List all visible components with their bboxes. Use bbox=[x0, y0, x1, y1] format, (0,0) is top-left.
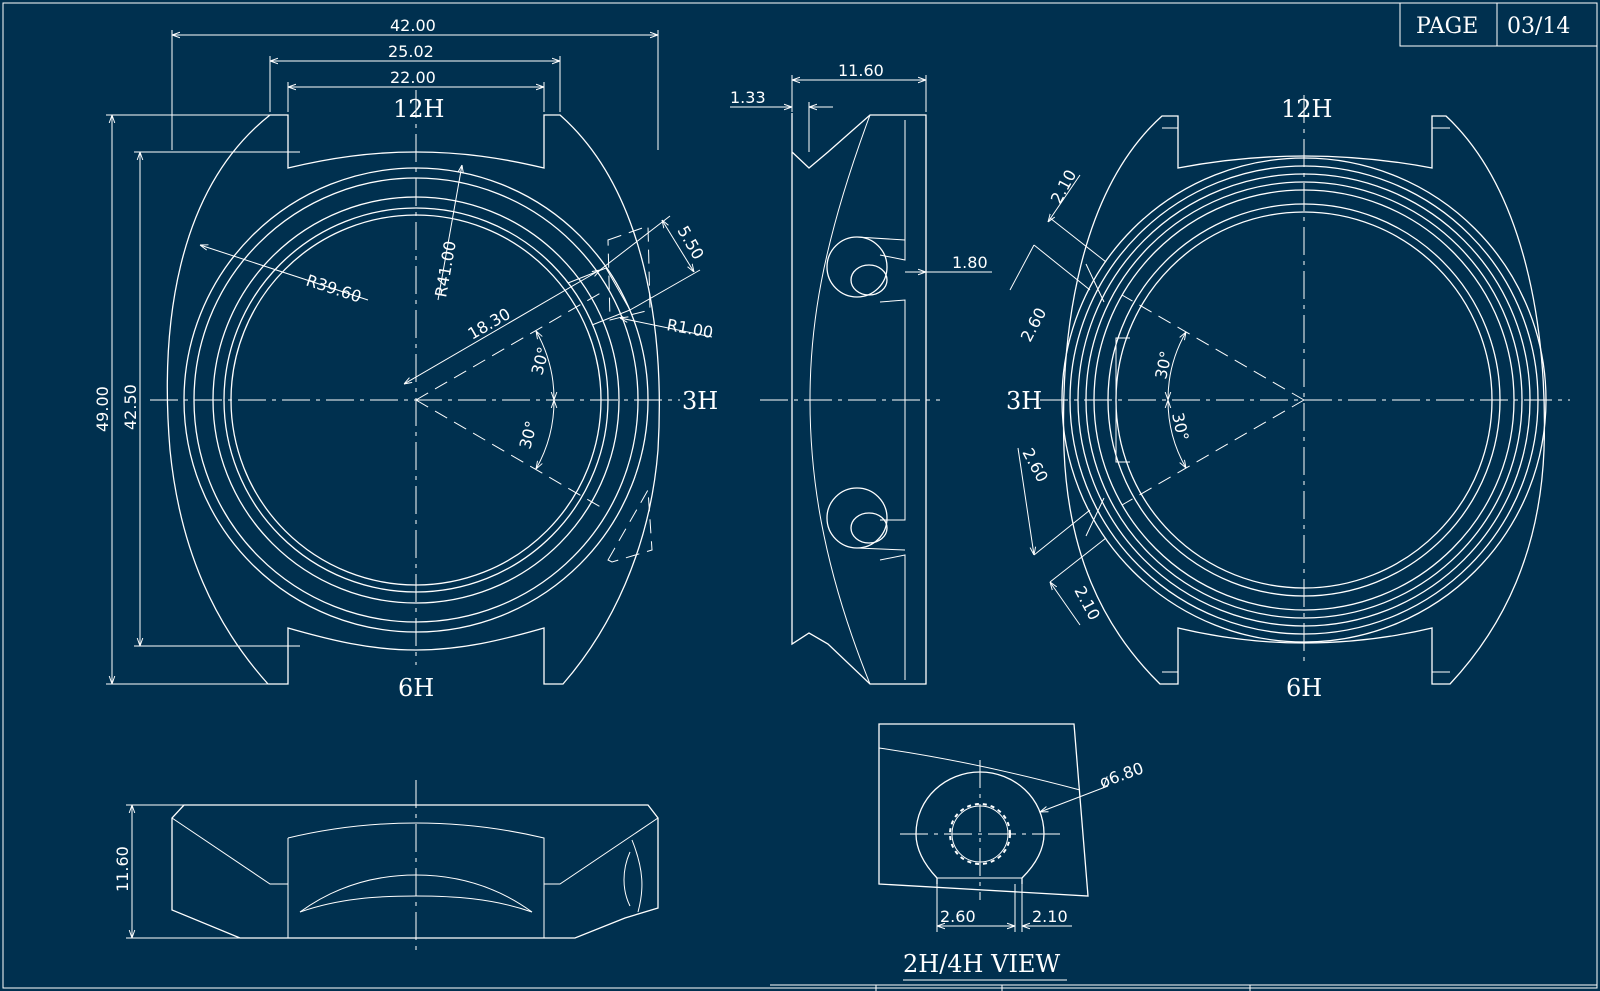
side-view: 11.60 1.33 1.80 bbox=[730, 61, 992, 685]
page-number-box: PAGE 03/14 bbox=[1399, 2, 1598, 47]
dim-back-top-a: 2.10 bbox=[1047, 167, 1081, 207]
dim-lug-inner: 22.00 bbox=[390, 68, 436, 87]
dim-radius-outer: R41.00 bbox=[431, 239, 460, 298]
dim-back-bottom-a: 2.10 bbox=[1070, 583, 1104, 623]
dim-back-bottom-b: 2.60 bbox=[1018, 445, 1052, 485]
dim-side-thickness: 11.60 bbox=[838, 61, 884, 80]
dim-radius-case: R39.60 bbox=[304, 271, 364, 307]
front-view: 12H 3H 6H 42.00 25.02 22.00 49.00 42.50 … bbox=[93, 16, 718, 702]
front-marker-3h: 3H bbox=[682, 387, 718, 415]
dim-pusher-offset: 18.30 bbox=[465, 304, 514, 343]
dim-back-top-b: 2.60 bbox=[1017, 305, 1051, 345]
dim-overall-height: 49.00 bbox=[93, 386, 112, 432]
dim-angle-upper: 30° bbox=[528, 345, 554, 377]
dim-bottom-thickness: 11.60 bbox=[113, 846, 132, 892]
detail-view: ø6.80 2.60 2.10 2H/4H VIEW bbox=[878, 723, 1146, 981]
dim-pusher-radius: R1.00 bbox=[665, 315, 714, 342]
front-marker-12h: 12H bbox=[393, 95, 444, 123]
dim-side-step: 1.33 bbox=[730, 88, 766, 107]
dim-side-pusher-depth: 1.80 bbox=[952, 253, 988, 272]
back-marker-6h: 6H bbox=[1286, 674, 1322, 702]
detail-view-title: 2H/4H VIEW bbox=[903, 950, 1060, 978]
back-marker-3h: 3H bbox=[1006, 387, 1042, 415]
dim-detail-left: 2.60 bbox=[940, 907, 976, 926]
back-view: 12H 3H 6H 2.10 2.60 2.60 2.10 30° 30° bbox=[1006, 95, 1570, 702]
dim-detail-right: 2.10 bbox=[1032, 907, 1068, 926]
page-label: PAGE bbox=[1416, 14, 1478, 39]
back-marker-12h: 12H bbox=[1281, 95, 1332, 123]
dim-angle-lower: 30° bbox=[516, 419, 542, 451]
dim-detail-diameter: ø6.80 bbox=[1097, 758, 1146, 791]
dim-lug-outer: 25.02 bbox=[388, 42, 434, 61]
front-marker-6h: 6H bbox=[398, 674, 434, 702]
dim-pusher-width: 5.50 bbox=[674, 223, 708, 263]
dim-back-angle-upper: 30° bbox=[1151, 349, 1175, 381]
dim-case-height: 42.50 bbox=[121, 384, 140, 430]
title-block-edge bbox=[770, 984, 1597, 991]
dim-overall-width: 42.00 bbox=[390, 16, 436, 35]
bottom-view: 11.60 bbox=[113, 780, 659, 955]
page-number: 03/14 bbox=[1507, 14, 1570, 39]
dim-back-angle-lower: 30° bbox=[1168, 411, 1192, 443]
